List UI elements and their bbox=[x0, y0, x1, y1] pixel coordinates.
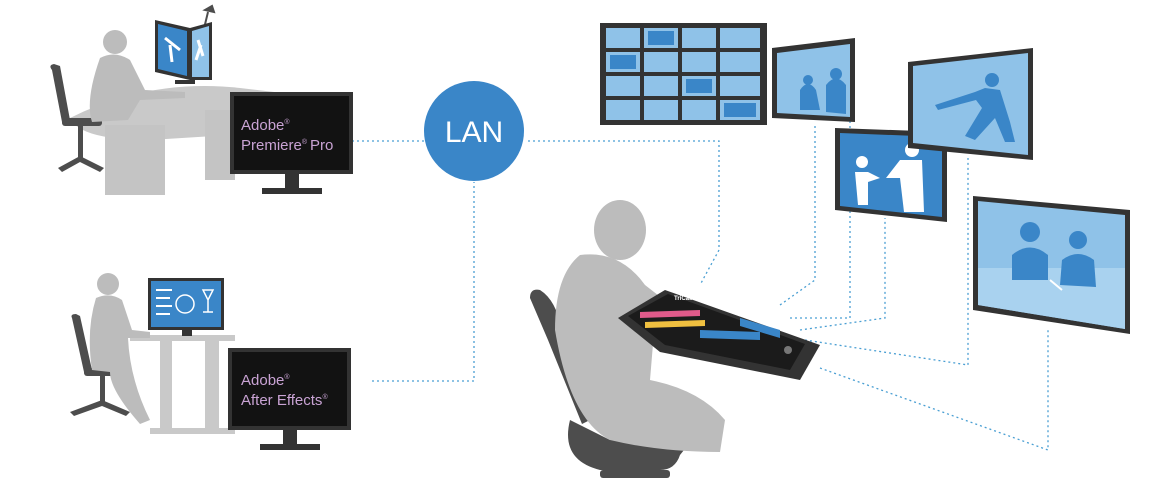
editor-workstation-premiere: Adobe® Premiere®Pro bbox=[50, 4, 353, 195]
switcher-operator: TriCaster bbox=[530, 200, 820, 478]
switcher-brand: TriCaster bbox=[674, 296, 701, 302]
person-icon bbox=[89, 30, 185, 122]
person-icon bbox=[555, 200, 735, 452]
control-surface-icon: TriCaster bbox=[618, 290, 820, 380]
editor-workstation-aftereffects: Adobe® After Effects® bbox=[70, 273, 351, 450]
display-screen-icon bbox=[835, 128, 947, 222]
premiere-monitor: Adobe® Premiere®Pro bbox=[230, 92, 353, 194]
display-screen-icon bbox=[973, 196, 1130, 334]
dual-monitor-icon bbox=[155, 20, 212, 84]
aftereffects-monitor: Adobe® After Effects® bbox=[228, 348, 351, 450]
premiere-label-line2: Premiere®Pro bbox=[241, 137, 333, 154]
link-lan-to-switcher bbox=[528, 140, 720, 286]
aftereffects-label-line1: Adobe® bbox=[241, 372, 290, 389]
person-icon bbox=[89, 273, 150, 424]
link-to-multiview bbox=[779, 125, 816, 306]
premiere-label-line1: Adobe® bbox=[241, 117, 290, 134]
link-aftereffects-to-lan bbox=[372, 182, 475, 382]
monitor-icon bbox=[148, 278, 224, 336]
aftereffects-label-line2: After Effects® bbox=[241, 392, 328, 409]
link-to-screen-5 bbox=[819, 330, 1049, 451]
output-displays bbox=[600, 23, 1130, 334]
display-screen-icon bbox=[908, 48, 1033, 160]
desk-icon bbox=[130, 335, 235, 434]
lan-hub: LAN bbox=[424, 81, 524, 181]
display-screen-icon bbox=[772, 38, 855, 122]
multiview-display bbox=[600, 23, 767, 125]
link-to-screen-3 bbox=[799, 218, 886, 331]
lan-label: LAN bbox=[445, 116, 503, 149]
chair-icon bbox=[50, 64, 104, 172]
